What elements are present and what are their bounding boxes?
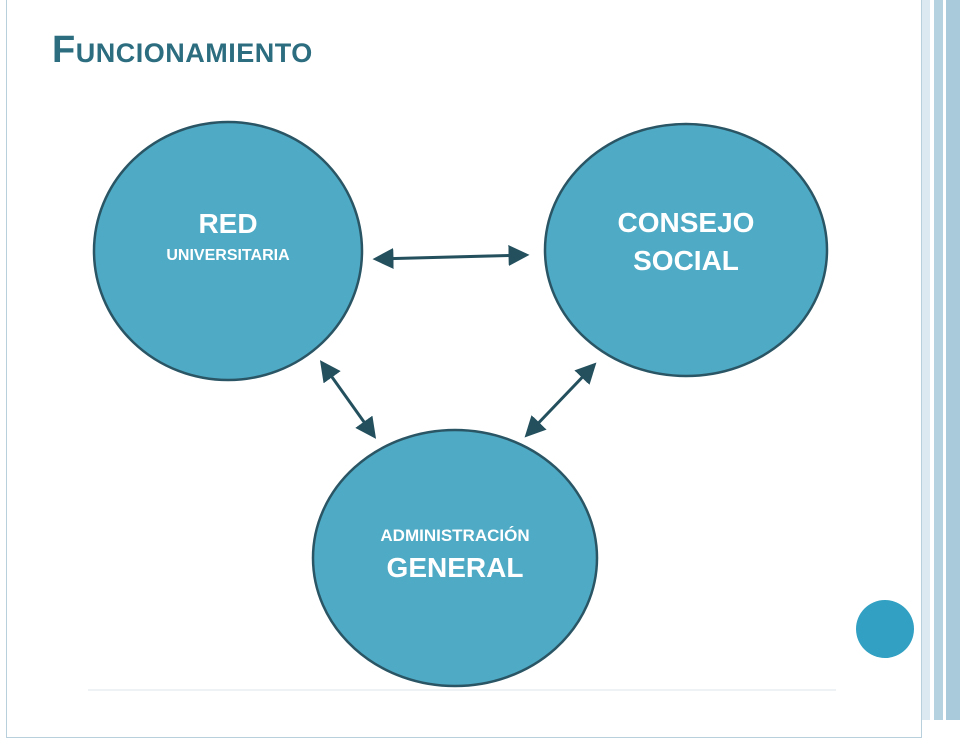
node-label-primary: CONSEJO <box>618 207 755 238</box>
decorative-stripe <box>922 0 930 720</box>
slide-title: Funcionamiento <box>52 28 313 72</box>
title-initial: F <box>52 29 76 71</box>
node-circle <box>311 428 599 688</box>
node-label-secondary: ADMINISTRACIÓN <box>380 526 529 545</box>
decorative-stripe <box>946 0 960 720</box>
title-rest: uncionamiento <box>75 29 313 71</box>
node-label-secondary: SOCIAL <box>633 245 739 276</box>
decorative-stripe <box>943 0 946 720</box>
decorative-stripe <box>934 0 943 720</box>
arrow-red-to-administracion <box>319 360 377 439</box>
footer-divider <box>88 689 836 691</box>
arrow-red-to-consejo <box>372 244 530 270</box>
arrow-consejo-to-administracion <box>524 362 597 438</box>
node-circle <box>543 122 829 378</box>
node-administracion-general: ADMINISTRACIÓN GENERAL <box>311 428 599 688</box>
relationship-diagram: RED UNIVERSITARIA CONSEJO SOCIAL ADMINIS… <box>92 120 829 688</box>
node-label-primary: GENERAL <box>387 552 524 583</box>
node-circle <box>92 120 364 382</box>
node-label-primary: RED <box>198 208 257 239</box>
decorative-stripe <box>930 0 934 720</box>
node-consejo-social: CONSEJO SOCIAL <box>543 122 829 378</box>
node-label-secondary: UNIVERSITARIA <box>166 247 290 264</box>
node-red-universitaria: RED UNIVERSITARIA <box>92 120 364 382</box>
decorative-circle <box>856 600 914 658</box>
